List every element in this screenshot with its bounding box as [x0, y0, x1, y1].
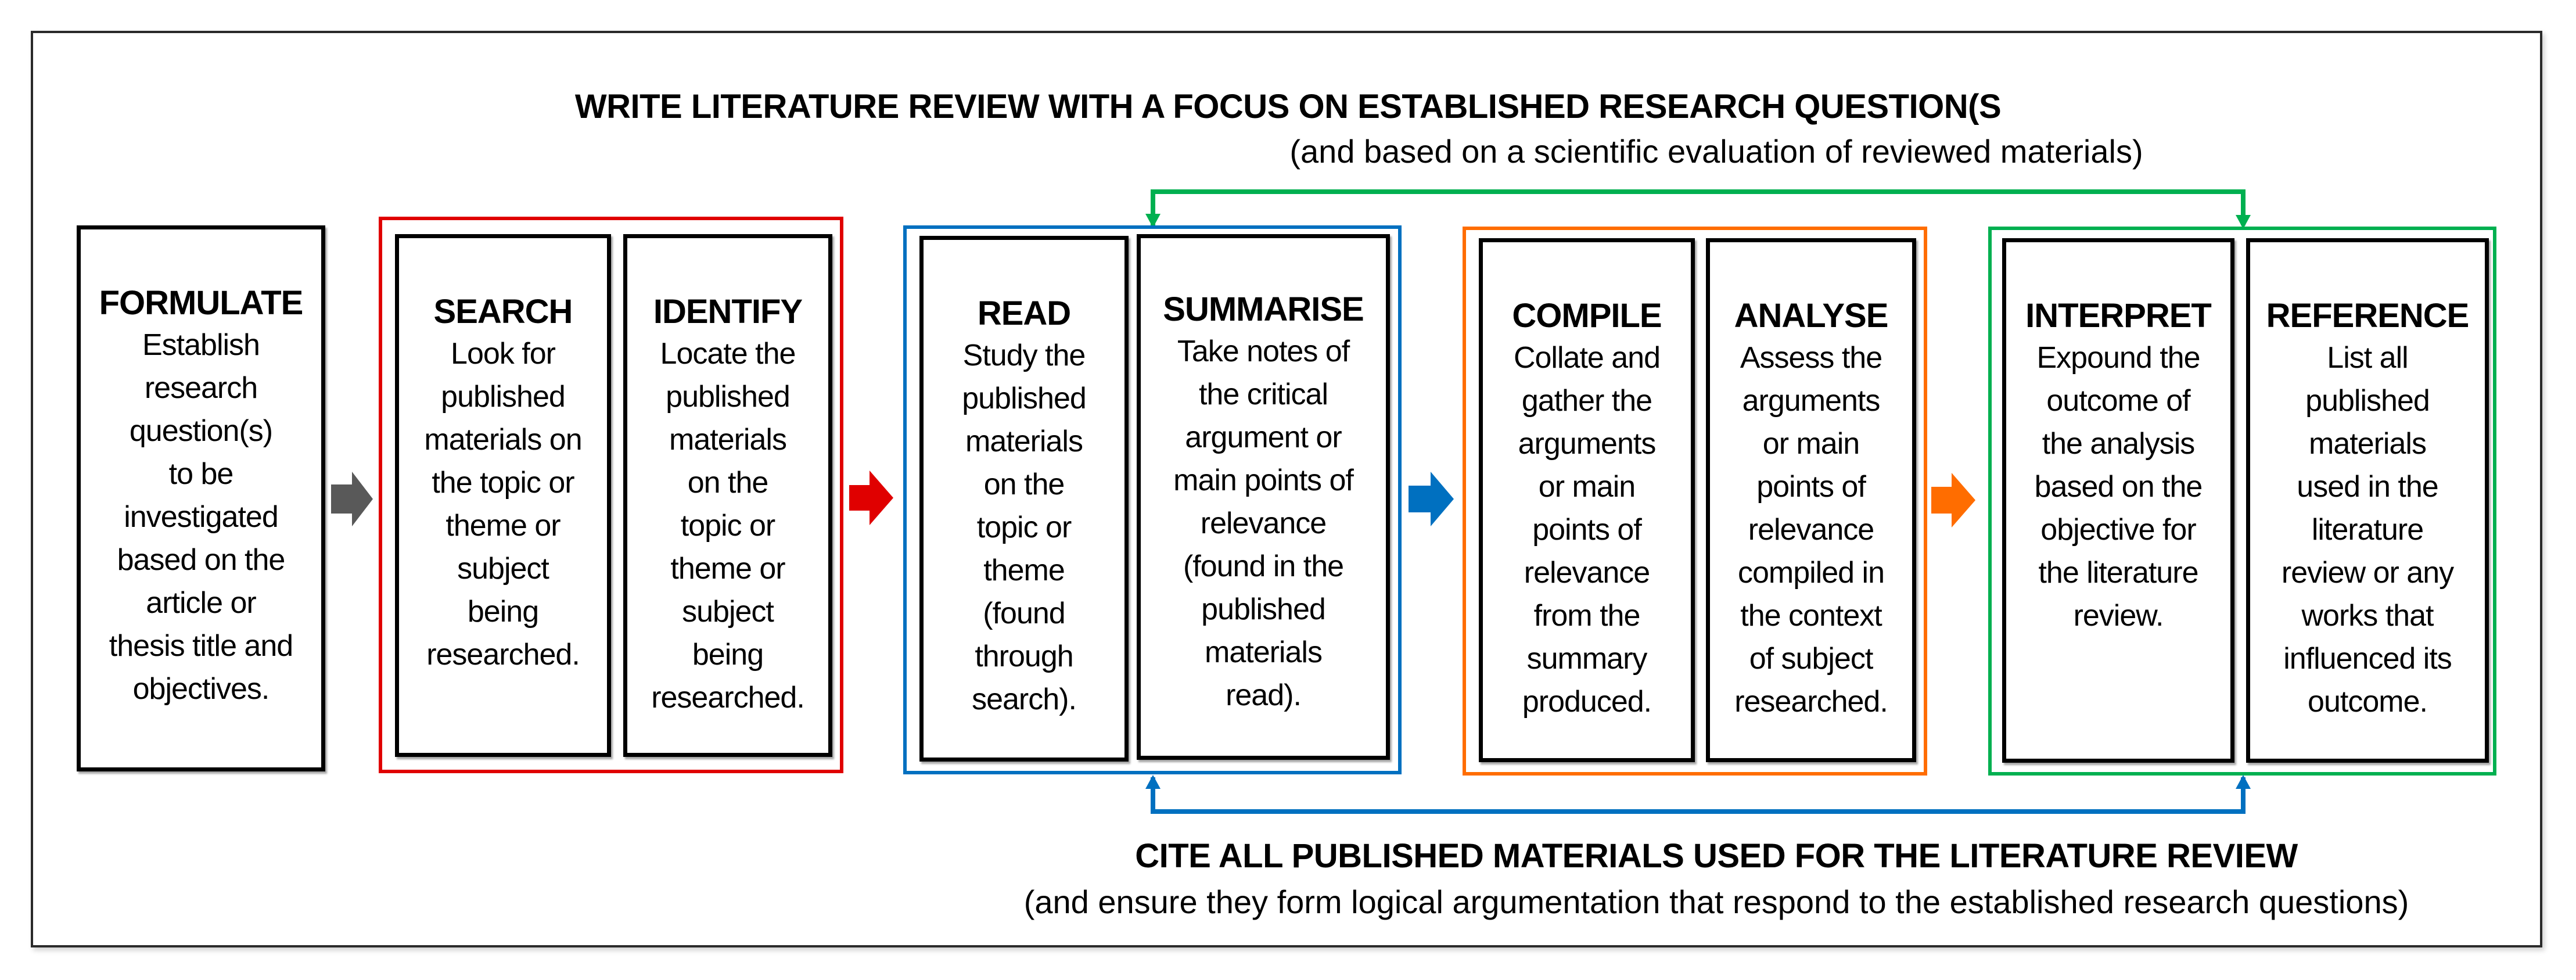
bottom-blue-connector [1145, 775, 2251, 814]
step-title: READ [977, 295, 1071, 332]
orange-right-arrow-icon [1931, 473, 1975, 527]
step-title: SEARCH [433, 293, 573, 331]
bottom-banner-subtitle: (and ensure they form logical argumentat… [1023, 884, 2409, 920]
top-banner-subtitle: (and based on a scientific evaluation of… [1289, 133, 2143, 170]
bottom-banner-title: CITE ALL PUBLISHED MATERIALS USED FOR TH… [1135, 837, 2298, 875]
step-title: FORMULATE [99, 284, 304, 322]
step-title: REFERENCE [2266, 297, 2470, 335]
step-title: COMPILE [1512, 297, 1662, 335]
gray-right-arrow-icon [331, 472, 373, 526]
arrowhead-down-icon [2236, 215, 2251, 229]
step-title: ANALYSE [1734, 297, 1889, 335]
red-right-arrow-icon [849, 471, 893, 525]
top-banner-title: WRITE LITERATURE REVIEW WITH A FOCUS ON … [574, 88, 2002, 125]
arrowhead-up-icon [2236, 775, 2251, 789]
step-title: SUMMARISE [1163, 290, 1364, 328]
arrowhead-down-icon [1145, 214, 1161, 228]
step-title: INTERPRET [2025, 297, 2212, 335]
arrowhead-up-icon [1145, 775, 1161, 789]
blue-right-arrow-icon [1409, 472, 1454, 526]
step-title: IDENTIFY [653, 293, 803, 331]
top-green-connector [1145, 189, 2251, 229]
